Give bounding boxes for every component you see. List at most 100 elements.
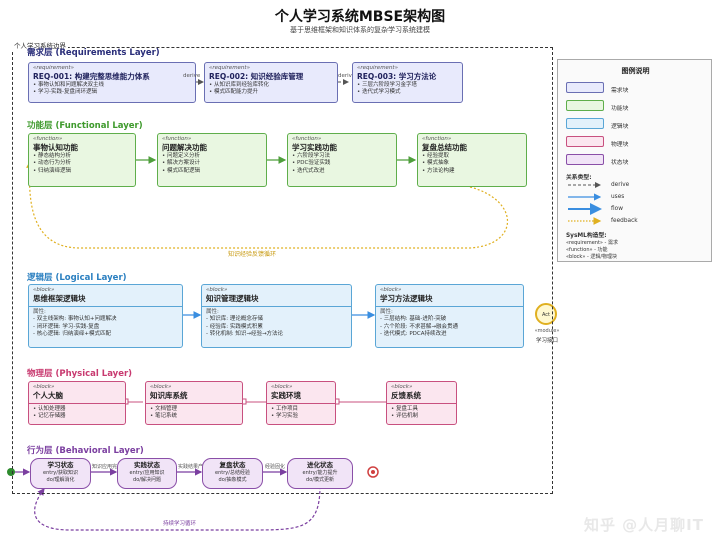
stereotype: «requirement» [33, 65, 74, 71]
compartment-divider [146, 403, 242, 404]
logical-block-name: 知识管理逻辑块 [206, 294, 259, 303]
function-block-2[interactable]: «function» 问题解决功能 • 问题定义分析 • 解决方案设计 • 模式… [157, 133, 267, 187]
stereotype: «function» [162, 136, 192, 142]
physical-block-2[interactable]: «block» 知识库系统 • 文档管理 • 笔记系统 [145, 381, 243, 425]
state-evolution[interactable]: 进化状态 entry/能力提升 do/模式更新 [287, 458, 353, 489]
function-item: • 归纳演绎逻辑 [33, 167, 71, 174]
logical-block-name: 学习方法逻辑块 [380, 294, 433, 303]
logical-attribute: - 核心逻辑: 归纳演绎+模式匹配 [33, 331, 111, 338]
state-entry-action: entry/获取知识 [43, 470, 78, 476]
legend-label: 物理块 [611, 142, 629, 148]
attributes-label: 属性: [206, 309, 219, 315]
physical-item: • 评估机制 [391, 413, 418, 420]
function-item: • 经验提取 [422, 153, 449, 159]
legend-sysml-item: «function» - 功能 [566, 247, 608, 253]
stereotype: «function» [33, 136, 63, 142]
physical-block-4[interactable]: «block» 反馈系统 • 复盘工具 • 评估机制 [386, 381, 457, 425]
requirement-block-1[interactable]: «requirement» REQ-001: 构建完整思维能力体系 • 事物认知… [28, 62, 196, 103]
system-boundary-label: 个人学习系统边界 [12, 40, 68, 50]
logical-block-1[interactable]: «block» 思维框架逻辑块 属性: - 双主线架构: 事物认知+问题解决 -… [28, 284, 183, 348]
requirement-block-2[interactable]: «requirement» REQ-002: 知识经验库管理 • 从知识库到经验… [204, 62, 338, 103]
compartment-divider [267, 403, 335, 404]
compartment-divider [376, 306, 523, 307]
logical-attribute: - 转化机制: 知识→经验→方法论 [206, 331, 284, 338]
actor-name: 学习接口 [535, 338, 558, 344]
state-review[interactable]: 复盘状态 entry/总结经验 do/抽象模式 [202, 458, 263, 489]
logical-attribute: - 知识库: 理论概念存储 [206, 316, 263, 323]
physical-item: • 认知处理器 [33, 406, 66, 412]
layer-label-logical: 逻辑层 (Logical Layer) [27, 273, 127, 283]
requirement-item: • 学习-实践-复盘闭环逻辑 [33, 89, 97, 96]
layer-label-physical: 物理层 (Physical Layer) [27, 369, 133, 379]
legend-relation-label: flow [611, 206, 623, 212]
state-do-action: do/抽象模式 [218, 477, 247, 483]
derive-label: derive [338, 73, 356, 79]
legend-label: 功能块 [611, 106, 629, 112]
state-name: 学习状态 [47, 461, 74, 469]
legend-swatch-function [566, 100, 604, 111]
stereotype: «function» [422, 136, 452, 142]
function-name: 学习实践功能 [292, 143, 337, 152]
function-block-4[interactable]: «function» 复盘总结功能 • 经验提取 • 模式抽象 • 方法论构建 [417, 133, 527, 187]
feedback-loop-label: 知识经验反馈循环 [228, 251, 277, 258]
final-state-marker [367, 466, 379, 478]
stereotype: «block» [271, 384, 293, 390]
function-block-1[interactable]: «function» 事物认知功能 • 静态结构分析 • 动态行为分析 • 归纳… [28, 133, 136, 187]
page-subtitle: 基于思维框架和知识体系的复杂学习系统建模 [290, 26, 430, 34]
stereotype: «requirement» [209, 65, 250, 71]
physical-item: • 学习实验 [271, 413, 298, 420]
derive-label: derive [183, 73, 201, 79]
stereotype: «block» [391, 384, 413, 390]
stereotype: «block» [150, 384, 172, 390]
state-do-action: do/模式更新 [306, 477, 334, 483]
function-block-3[interactable]: «function» 学习实践功能 • 六阶段学习法 • PDC验证实践 • 迭… [287, 133, 397, 187]
function-name: 复盘总结功能 [422, 143, 467, 152]
function-name: 问题解决功能 [162, 143, 207, 152]
logical-attribute: - 迭代模式: PDCA持续改进 [380, 331, 447, 338]
physical-block-name: 知识库系统 [150, 391, 188, 400]
state-name: 进化状态 [307, 461, 333, 469]
state-learning[interactable]: 学习状态 entry/获取知识 do/理解消化 [30, 458, 91, 489]
watermark-text: 知乎 @人月聊IT [583, 516, 704, 534]
requirement-name: REQ-002: 知识经验库管理 [209, 72, 304, 81]
page-title: 个人学习系统MBSE架构图 [274, 9, 446, 25]
requirement-block-3[interactable]: «requirement» REQ-003: 学习方法论 • 三层六阶段学习金字… [352, 62, 463, 103]
compartment-divider [29, 306, 182, 307]
legend-sysml-item: «block» - 逻辑/物理块 [566, 254, 618, 260]
legend-title: 图例说明 [621, 67, 650, 75]
requirement-item: • 迭代式学习模式 [357, 89, 401, 96]
legend-label: 需求块 [611, 88, 629, 94]
compartment-divider [387, 403, 456, 404]
legend-sysml-title: SysML构造型: [566, 233, 607, 239]
actor-icon [535, 303, 557, 325]
stereotype: «function» [292, 136, 322, 142]
legend-sysml-item: «requirement» - 需求 [566, 240, 618, 246]
physical-block-1[interactable]: «block» 个人大脑 • 认知处理器 • 记忆存储器 [28, 381, 126, 425]
legend-relation-label: uses [611, 194, 625, 200]
logical-block-name: 思维框架逻辑块 [33, 294, 86, 303]
legend-relation-label: feedback [611, 218, 638, 224]
requirement-item: • 三层六阶段学习金字塔 [357, 82, 417, 88]
physical-block-3[interactable]: «block» 实践环境 • 工作项目 • 学习实验 [266, 381, 336, 425]
state-name: 复盘状态 [219, 461, 246, 469]
state-practice[interactable]: 实践状态 entry/应用知识 do/解决问题 [117, 458, 177, 489]
requirement-item: • 从知识库到经验库转化 [209, 82, 269, 88]
physical-block-name: 个人大脑 [33, 391, 63, 400]
actor-stereotype: «module» [534, 328, 560, 334]
compartment-divider [29, 403, 125, 404]
logical-block-3[interactable]: «block» 学习方法逻辑块 属性: - 三层结构: 基础-进阶-突破 - 六… [375, 284, 524, 348]
logical-block-2[interactable]: «block» 知识管理逻辑块 属性: - 知识库: 理论概念存储 - 经验库:… [201, 284, 352, 348]
legend-relation-lines [568, 182, 602, 225]
function-item: • 模式抽象 [422, 160, 449, 167]
function-item: • 解决方案设计 [162, 160, 200, 167]
function-item: • 问题定义分析 [162, 153, 200, 159]
logical-attribute: - 双主线架构: 事物认知+问题解决 [33, 316, 117, 323]
function-item: • 动态行为分析 [33, 160, 71, 167]
function-item: • 静态结构分析 [33, 153, 71, 159]
state-entry-action: entry/应用知识 [129, 470, 165, 476]
initial-state-dot [7, 468, 15, 476]
physical-item: • 复盘工具 [391, 406, 418, 412]
legend-swatch-logical [566, 118, 604, 129]
stereotype: «block» [380, 287, 402, 293]
learning-loop-arrow [34, 485, 321, 531]
